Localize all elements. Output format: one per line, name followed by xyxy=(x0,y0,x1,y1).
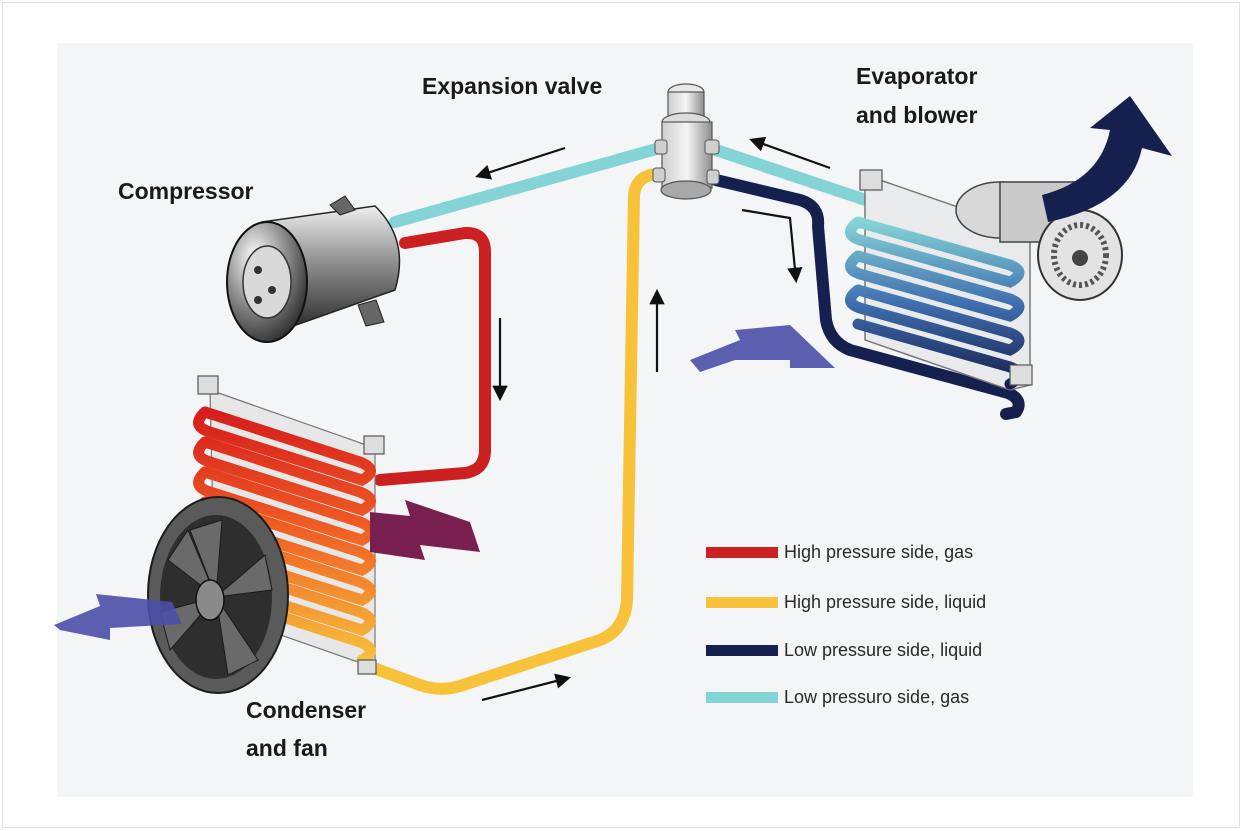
compressor-label: Compressor xyxy=(118,178,254,204)
condenser-label-line1: Condenser xyxy=(246,697,367,723)
cold-air-out-arrow-icon xyxy=(1042,96,1172,222)
evaporator-label-line2: and blower xyxy=(856,102,978,128)
legend-swatch xyxy=(706,546,778,558)
evaporator-label-line1: Evaporator xyxy=(856,63,978,89)
legend-item-high-pressure-liquid: High pressure side, liquid xyxy=(706,590,986,614)
legend-label: Low pressuro side, gas xyxy=(784,686,970,707)
low-pressure-gas-line-compressor xyxy=(389,142,666,228)
condenser-label-line2: and fan xyxy=(246,735,328,761)
expansion-valve-label: Expansion valve xyxy=(422,73,603,99)
low-pressure-liquid-line xyxy=(710,174,1025,420)
flow-arrow-icon xyxy=(475,136,831,702)
legend-item-high-pressure-gas: High pressure side, gas xyxy=(706,540,973,564)
air-in-condenser-arrow-icon xyxy=(54,594,182,640)
expansion-valve-icon xyxy=(652,83,720,200)
legend-label: Low pressure side, liquid xyxy=(784,639,983,660)
high-pressure-liquid-line xyxy=(359,168,662,695)
legend-item-low-pressure-liquid: Low pressure side, liquid xyxy=(706,638,982,662)
hot-air-out-arrow-icon xyxy=(370,500,480,560)
legend-label: High pressure side, liquid xyxy=(784,591,987,612)
legend-swatch xyxy=(706,596,778,608)
high-pressure-gas-line xyxy=(374,226,491,486)
legend-swatch xyxy=(706,691,778,703)
air-in-evaporator-arrow-icon xyxy=(690,325,835,372)
legend-swatch xyxy=(706,644,778,656)
compressor-icon xyxy=(226,195,401,343)
legend-item-low-pressure-gas: Low pressuro side, gas xyxy=(706,685,969,709)
fan-icon xyxy=(147,496,289,694)
legend-label: High pressure side, gas xyxy=(784,541,974,562)
